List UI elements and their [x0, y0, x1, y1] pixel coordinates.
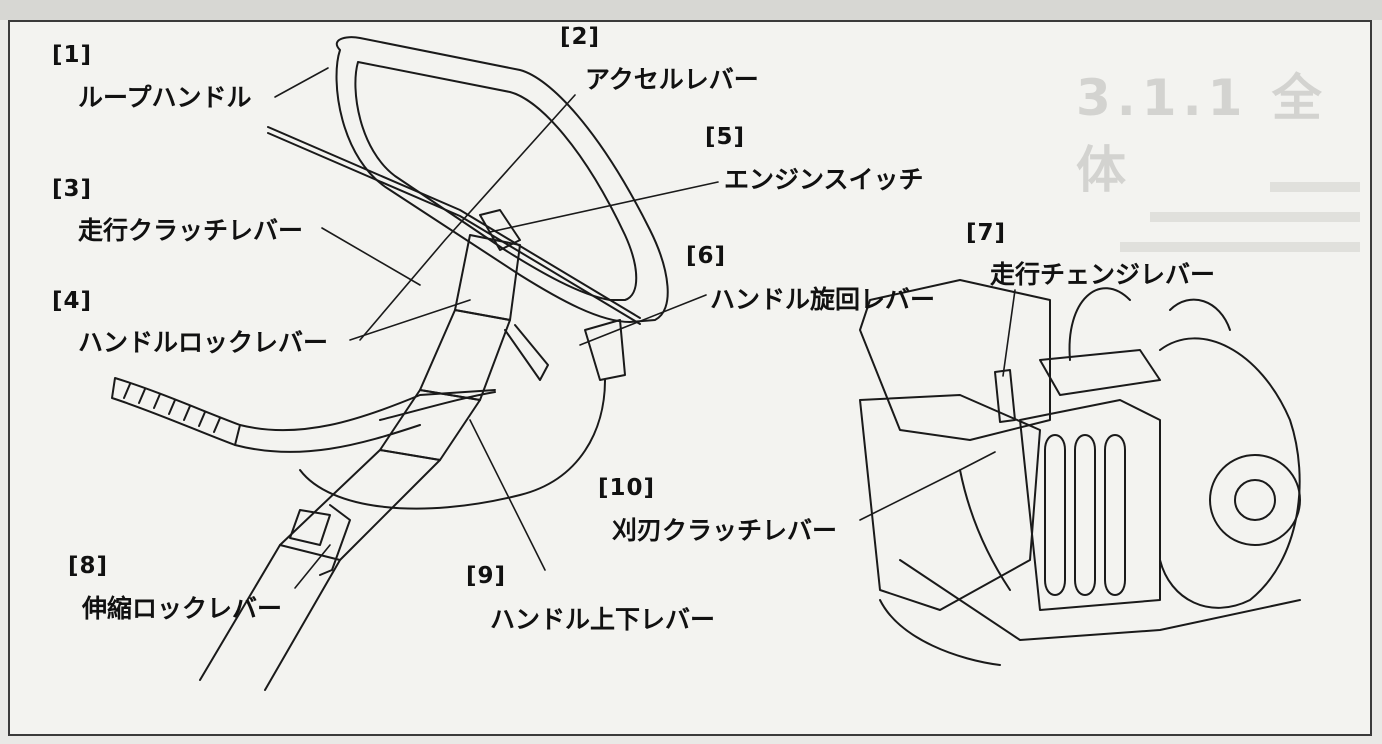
- label-4-name: ハンドルロックレバー: [78, 328, 329, 357]
- rotation-lever-drawing: [584, 319, 626, 381]
- leader-6: [579, 294, 707, 346]
- leader-5: [489, 181, 719, 233]
- leader-9: [469, 419, 546, 571]
- label-8-name: 伸縮ロックレバー: [82, 594, 283, 623]
- figure-panel: 3.1.1 全体: [8, 20, 1372, 736]
- leader-lines: [274, 67, 1016, 589]
- leader-10: [859, 451, 996, 521]
- leader-8: [294, 544, 331, 589]
- loop-handle-drawing: [335, 36, 669, 323]
- background-section-heading: 3.1.1 全体: [1076, 69, 1328, 199]
- label-9-number: [9]: [466, 563, 507, 589]
- label-8-number: [8]: [68, 553, 109, 579]
- label-3-name: 走行クラッチレバー: [78, 216, 304, 245]
- label-10-number: [10]: [598, 475, 656, 501]
- label-6-number: [6]: [686, 243, 727, 269]
- background-page-strip: [0, 0, 1382, 20]
- label-2-number: [2]: [560, 24, 601, 50]
- grip-handle-drawing: [111, 377, 496, 453]
- handle-updown-lever-drawing: [379, 391, 496, 421]
- label-4-number: [4]: [52, 288, 93, 314]
- telescopic-lock-lever-drawing: [319, 504, 351, 576]
- main-shaft: [199, 544, 281, 681]
- label-6-name: ハンドル旋回レバー: [710, 285, 936, 314]
- label-10-name: 刈刃クラッチレバー: [612, 516, 838, 545]
- leader-2: [359, 94, 576, 341]
- label-3-number: [3]: [52, 176, 93, 202]
- label-2-name: アクセルレバー: [585, 65, 759, 94]
- handle-crossbar: [267, 126, 641, 319]
- label-5-number: [5]: [705, 124, 746, 150]
- label-7-number: [7]: [966, 220, 1007, 246]
- lock-lever-drawing: [504, 324, 549, 381]
- label-7-name: 走行チェンジレバー: [990, 260, 1216, 289]
- label-1-name: ループハンドル: [78, 83, 252, 112]
- control-cable: [299, 379, 606, 510]
- leader-4: [349, 299, 471, 341]
- label-5-name: エンジンスイッチ: [724, 165, 924, 194]
- leader-7: [1002, 289, 1016, 377]
- leader-3: [321, 227, 421, 286]
- leader-1: [274, 67, 329, 98]
- engine-unit-drawing: [859, 279, 1301, 666]
- label-1-number: [1]: [52, 42, 93, 68]
- label-9-name: ハンドル上下レバー: [490, 605, 716, 634]
